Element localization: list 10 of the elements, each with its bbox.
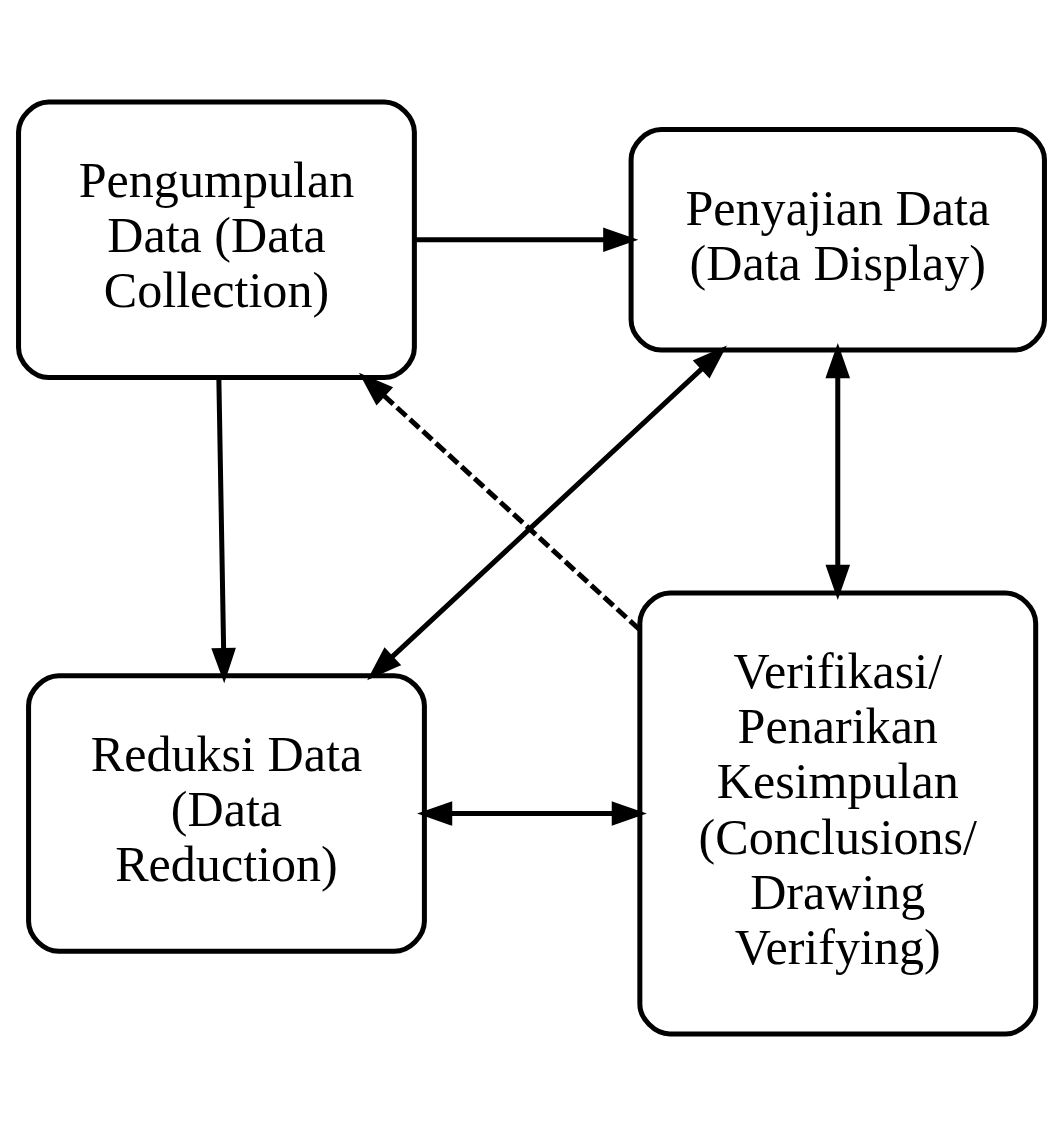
node-box: Pengumpulan Data (Data Collection) xyxy=(16,99,417,381)
arrow xyxy=(417,801,647,826)
node-box: Reduksi Data (Data Reduction) xyxy=(26,673,427,954)
arrow xyxy=(415,227,639,253)
node-box: Penyajian Data (Data Display) xyxy=(628,127,1047,353)
arrow xyxy=(211,377,236,684)
arrow xyxy=(367,345,727,681)
node-box: Verifikasi/ Penarikan Kesimpulan (Conclusions/ Drawing Verifying) xyxy=(637,590,1039,1037)
arrow xyxy=(358,372,641,632)
arrow xyxy=(825,343,851,600)
